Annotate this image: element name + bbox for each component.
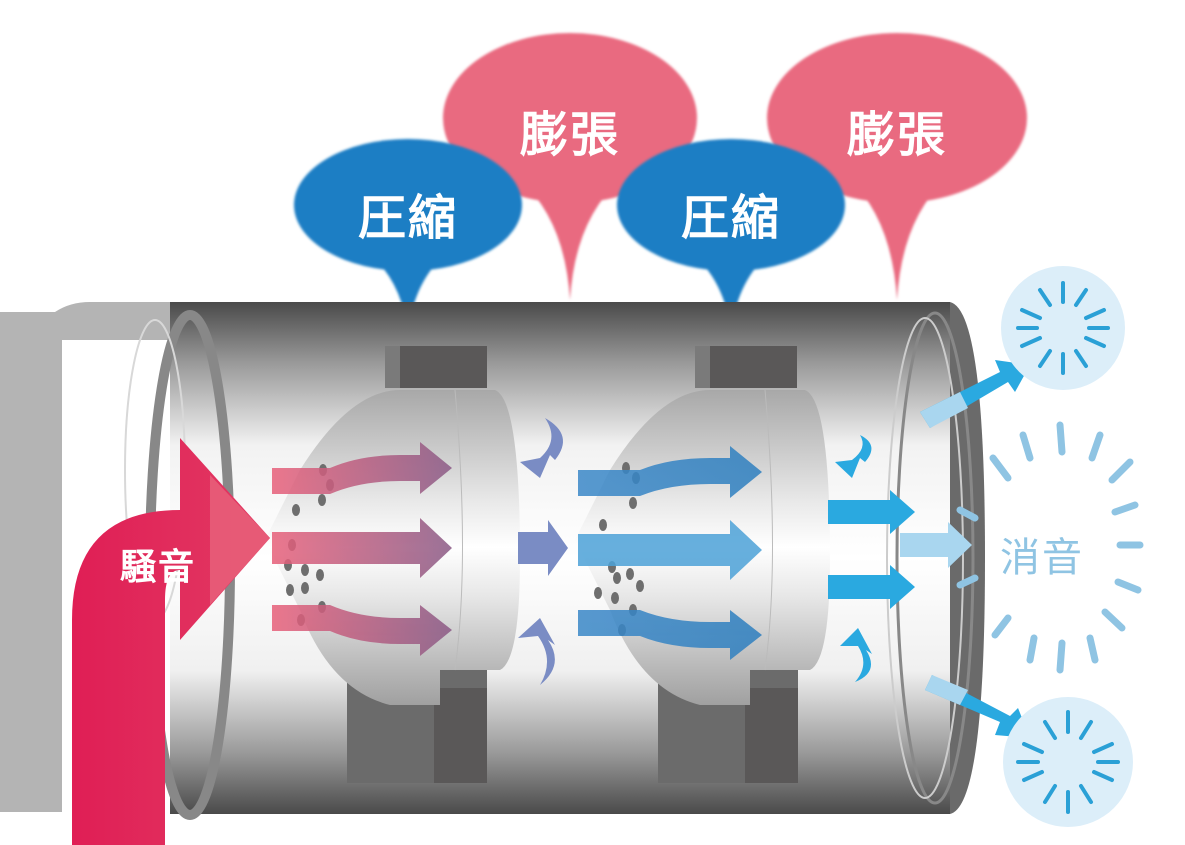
- inlet-pipe: [0, 302, 205, 812]
- expansion-bubble-1: [443, 33, 697, 300]
- compression-label-1: 圧縮: [357, 190, 458, 246]
- noise-arrow-icon: [72, 438, 270, 845]
- compression-bubble-2: [617, 139, 845, 335]
- expansion-bubble-2: [767, 33, 1027, 300]
- expansion-label-1: 膨張: [519, 107, 620, 163]
- silence-label: 消音: [1000, 535, 1084, 581]
- outlet-arrows: [828, 360, 1030, 738]
- silence-burst-bottom: [1003, 697, 1133, 827]
- compression-label-2: 圧縮: [680, 190, 781, 246]
- flow-arrows-stage-1: [272, 442, 452, 656]
- noise-label: 騒音: [119, 547, 196, 588]
- silence-burst-icon: [956, 421, 1144, 674]
- reflection-arrows-1: [518, 418, 568, 685]
- flow-arrows-stage-2: [578, 446, 762, 660]
- compression-bubble-1: [294, 139, 522, 335]
- expansion-label-2: 膨張: [846, 107, 947, 163]
- silence-burst-top: [1001, 266, 1125, 390]
